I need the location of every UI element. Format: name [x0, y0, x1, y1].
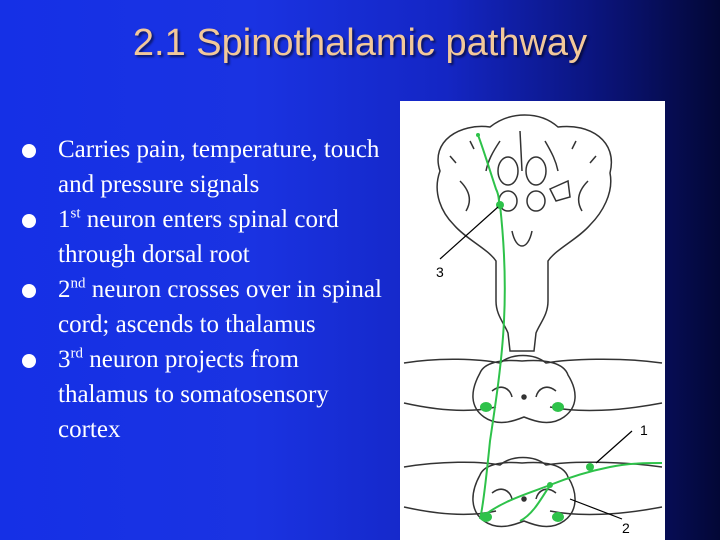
bullet-ordinal: 3 [58, 346, 71, 373]
bullet-ordinal-suffix: nd [70, 275, 86, 292]
bullet-icon [22, 144, 36, 158]
bullet-ordinal-suffix: st [70, 205, 81, 222]
bullet-icon [22, 354, 36, 368]
bullet-text: neuron crosses over in spinal cord; asce… [58, 276, 382, 338]
pathway-illustration: 3 1 2 [403, 114, 663, 536]
bullet-ordinal-suffix: rd [70, 345, 84, 362]
label-neuron-3: 3 [436, 264, 444, 280]
bullet-item: 3rd neuron projects from thalamus to som… [22, 342, 392, 447]
label-arrows [439, 206, 633, 520]
bullet-text: neuron projects from thalamus to somatos… [58, 346, 329, 443]
label-neuron-1: 1 [640, 422, 648, 438]
bullet-text: neuron enters spinal cord through dorsal… [58, 206, 339, 268]
bullet-ordinal: 1 [58, 206, 71, 233]
bullet-text: Carries pain, temperature, touch and pre… [58, 136, 380, 198]
label-neuron-2: 2 [622, 520, 630, 536]
bullet-item: 1st neuron enters spinal cord through do… [22, 202, 392, 272]
bullet-list: Carries pain, temperature, touch and pre… [22, 132, 392, 447]
pathway-diagram: 3 1 2 [400, 101, 665, 540]
neuron-cell-bodies [476, 133, 594, 522]
spinal-cord-section-upper [403, 354, 663, 424]
bullet-ordinal: 2 [58, 276, 71, 303]
slide-title: 2.1 Spinothalamic pathway [132, 22, 588, 64]
bullet-item: 2nd neuron crosses over in spinal cord; … [22, 272, 392, 342]
bullet-icon [22, 284, 36, 298]
brain-section [436, 114, 613, 352]
bullet-item: Carries pain, temperature, touch and pre… [22, 132, 392, 202]
bullet-icon [22, 214, 36, 228]
